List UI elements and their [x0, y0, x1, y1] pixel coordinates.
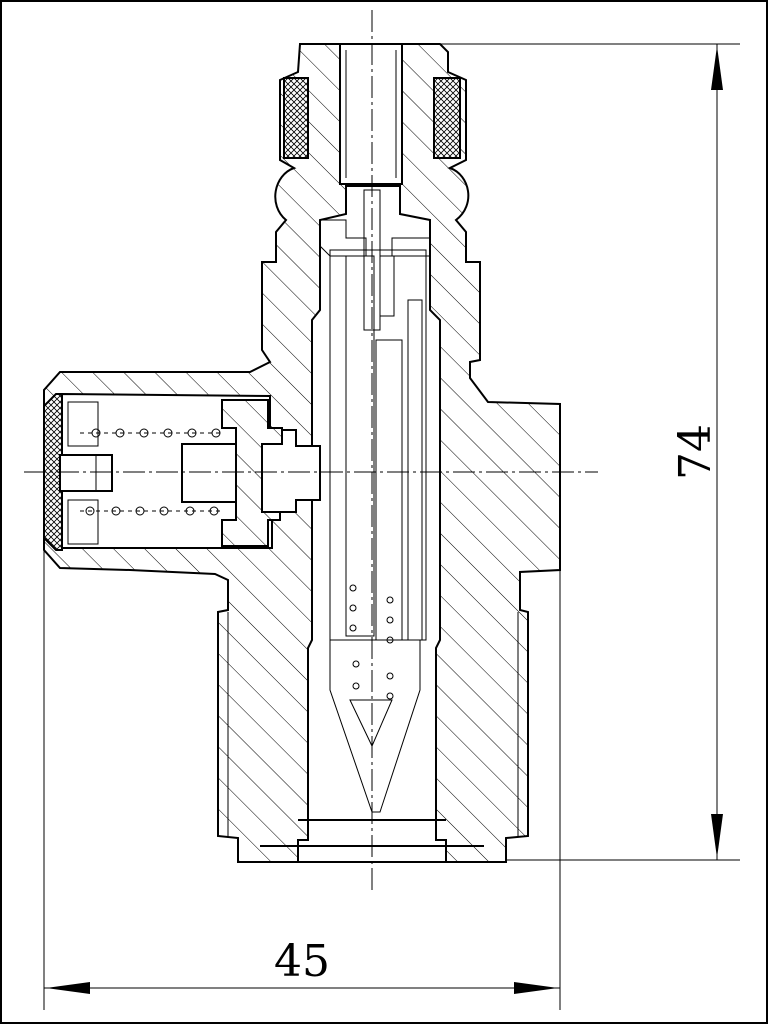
side-spring-seat-bottom	[67, 499, 99, 545]
side-spring-seat-top	[67, 401, 99, 447]
side-plunger-head	[59, 454, 113, 492]
height-arrow-bottom	[711, 814, 723, 858]
stem-spring	[349, 584, 394, 700]
valve-top-seat	[319, 219, 367, 257]
side-plunger-stem	[181, 443, 237, 503]
width-arrow-right	[514, 982, 558, 994]
side-spring-upper	[80, 428, 222, 438]
needle-cone	[329, 640, 421, 813]
valve-stem-core	[375, 339, 403, 641]
valve-pin-guide	[379, 255, 395, 317]
side-spring-lower	[80, 506, 222, 516]
height-dimension-label: 74	[670, 424, 721, 480]
valve-stem-inner	[407, 299, 423, 641]
needle-tip	[349, 699, 393, 748]
top-seal-right	[433, 77, 461, 159]
top-port-cavity	[339, 43, 403, 185]
height-arrow-top	[711, 46, 723, 90]
width-dimension-label: 45	[274, 936, 330, 987]
width-arrow-left	[46, 982, 90, 994]
top-seal-left	[283, 77, 309, 159]
